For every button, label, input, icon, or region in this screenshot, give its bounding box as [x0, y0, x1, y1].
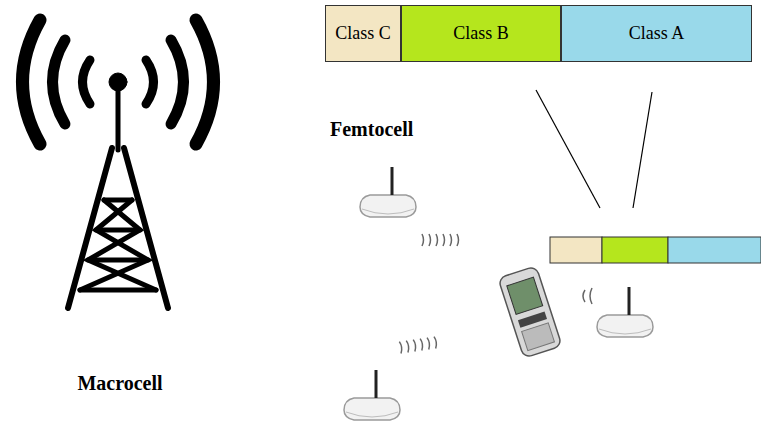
macrocell-label: Macrocell [77, 372, 162, 395]
class-label: Class B [453, 23, 509, 44]
class-label: Class A [629, 23, 685, 44]
femtocell-label: Femtocell [330, 118, 413, 141]
class-segment: Class A [561, 5, 752, 62]
class-label: Class C [335, 23, 391, 44]
class-segment: Class C [325, 5, 401, 62]
class-segment: Class B [401, 5, 561, 62]
